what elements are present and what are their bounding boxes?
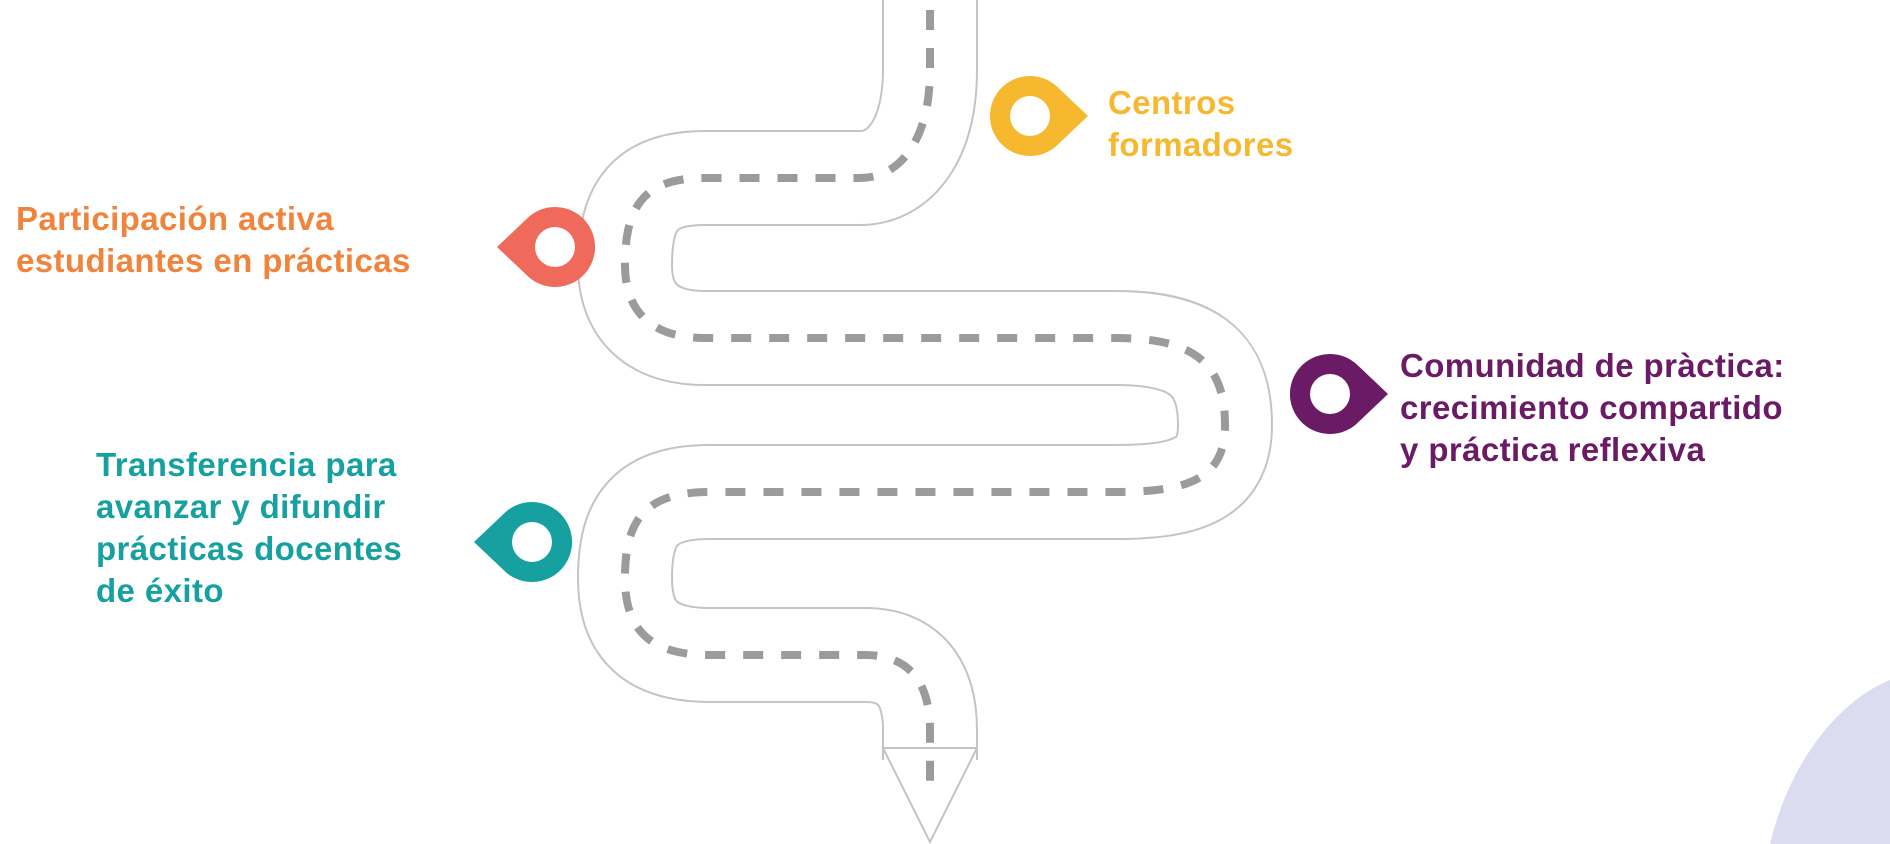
map-pin-icon	[474, 502, 573, 582]
milestone-comunidad-label: Comunidad de pràctica: crecimiento compa…	[1400, 347, 1785, 468]
winding-road	[577, 0, 1273, 844]
pin-comunidad	[1289, 354, 1388, 434]
road-arrowhead-fill	[886, 750, 974, 838]
milestone-transferencia-label: Transferencia para avanzar y difundir pr…	[96, 446, 403, 609]
corner-decoration	[1770, 680, 1890, 844]
milestone-participacion-label: Participación activa estudiantes en prác…	[16, 200, 411, 279]
map-pin-icon	[989, 76, 1088, 156]
pin-transferencia	[474, 502, 573, 582]
map-pin-icon	[1289, 354, 1388, 434]
pin-participacion	[497, 207, 596, 287]
road-center-dashes	[620, 10, 1230, 790]
map-pin-icon	[497, 207, 596, 287]
milestone-centros-label: Centros formadores	[1108, 84, 1294, 163]
pin-centros	[989, 76, 1088, 156]
